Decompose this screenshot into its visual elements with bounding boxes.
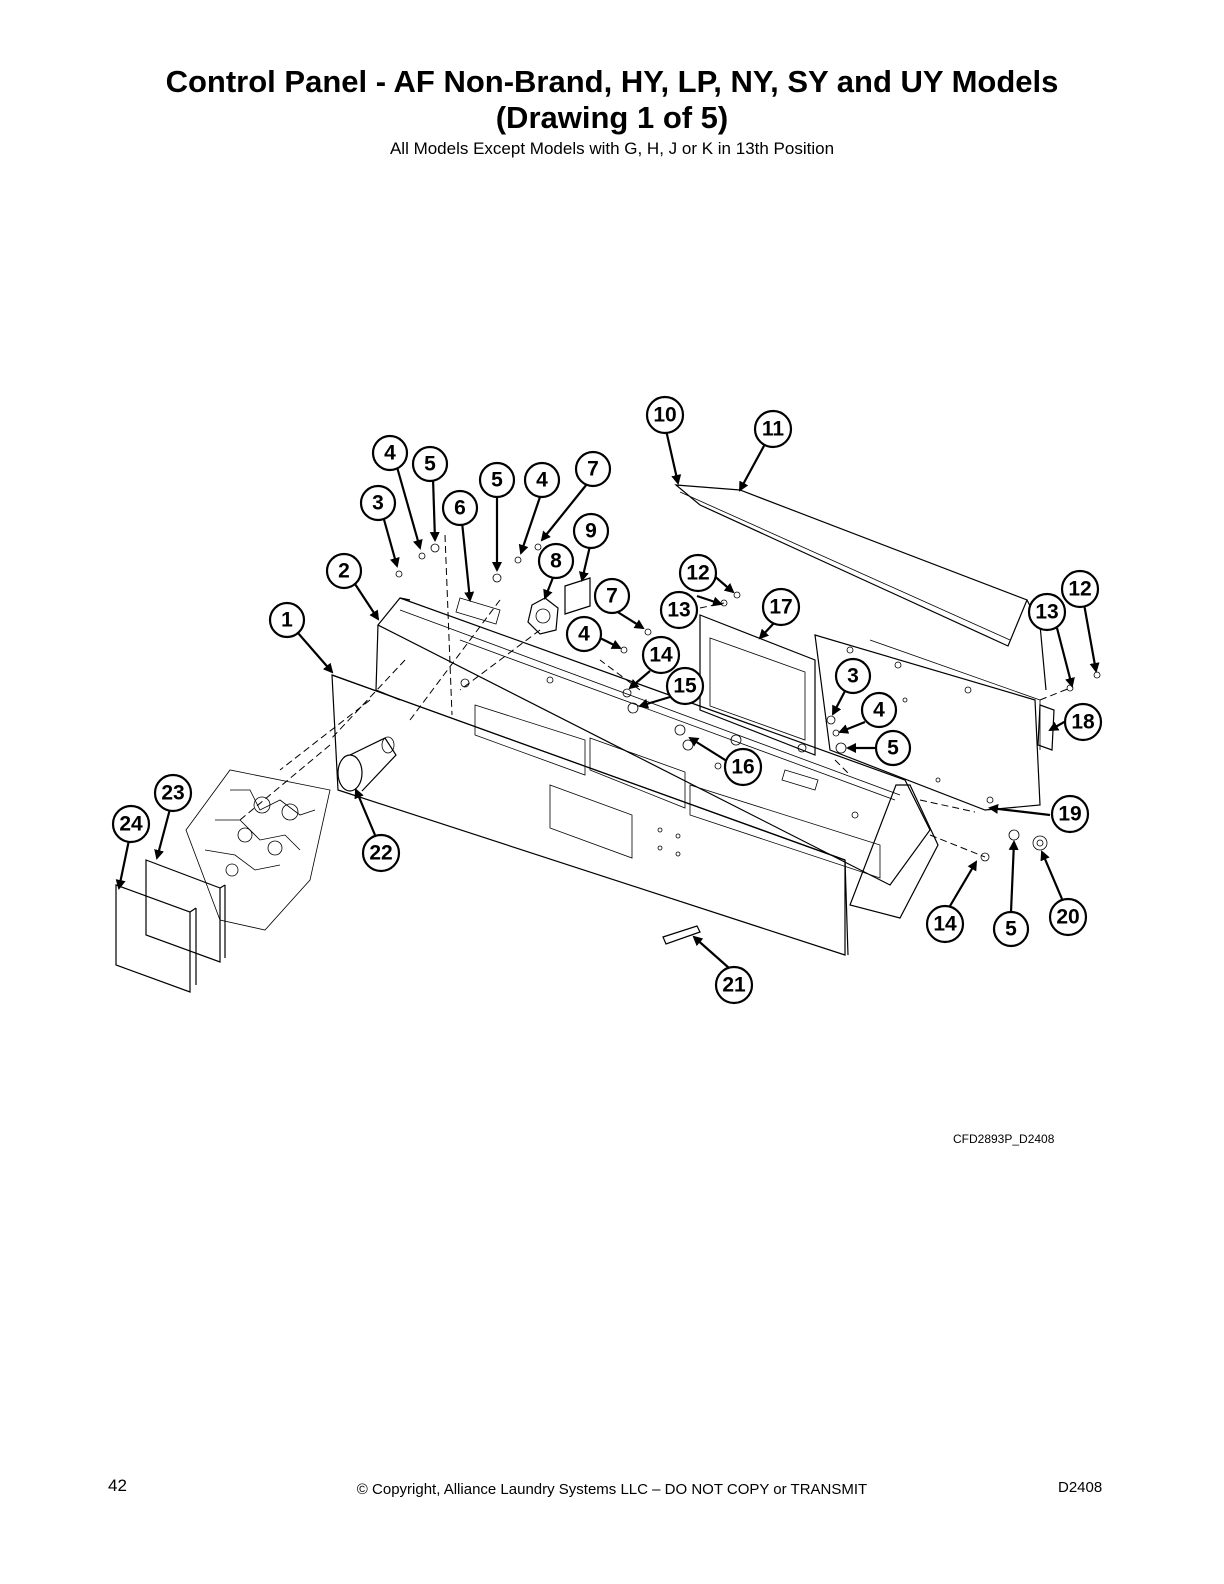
- svg-text:4: 4: [873, 699, 885, 722]
- clip-part: [564, 577, 591, 615]
- callout-3: 3: [359, 484, 397, 522]
- callout-20: 20: [1048, 897, 1088, 937]
- callout-4: 4: [565, 615, 603, 653]
- callout-13: 13: [1027, 592, 1067, 632]
- svg-text:13: 13: [667, 599, 690, 622]
- svg-text:5: 5: [1005, 918, 1017, 941]
- svg-text:13: 13: [1035, 601, 1058, 624]
- bracket-part: [145, 859, 226, 963]
- callout-16: 16: [723, 747, 763, 787]
- control-board-part: [814, 634, 1055, 811]
- svg-text:22: 22: [369, 842, 392, 865]
- callout-4: 4: [523, 461, 561, 499]
- callout-18: 18: [1063, 702, 1103, 742]
- svg-text:24: 24: [119, 813, 143, 836]
- control-panel-housing-part: [375, 597, 939, 919]
- callout-5: 5: [411, 445, 449, 483]
- svg-text:23: 23: [161, 782, 184, 805]
- page-title: Control Panel - AF Non-Brand, HY, LP, NY…: [165, 64, 1059, 99]
- front-overlay-panel-part: [331, 674, 849, 956]
- callout-22: 22: [361, 833, 401, 873]
- svg-text:12: 12: [1068, 578, 1091, 601]
- callout-17: 17: [761, 587, 801, 627]
- svg-text:14: 14: [649, 644, 673, 667]
- document-code: D2408: [1058, 1479, 1103, 1496]
- svg-text:3: 3: [847, 665, 859, 688]
- page-title-drawing-number: (Drawing 1 of 5): [495, 100, 729, 135]
- hardware-fasteners: [395, 543, 1101, 945]
- leader-arrows: [115, 429, 1100, 969]
- svg-text:4: 4: [578, 623, 590, 646]
- svg-text:11: 11: [762, 418, 785, 441]
- svg-text:18: 18: [1071, 711, 1095, 734]
- callout-5: 5: [992, 910, 1030, 948]
- display-module-part: [699, 614, 816, 756]
- callout-9: 9: [572, 512, 610, 550]
- callout-2: 2: [325, 552, 363, 590]
- callout-10: 10: [645, 395, 685, 435]
- lock-part: [527, 597, 559, 635]
- copyright-notice: © Copyright, Alliance Laundry Systems LL…: [356, 1481, 868, 1498]
- callout-7: 7: [574, 450, 612, 488]
- svg-text:10: 10: [653, 404, 676, 427]
- callout-11: 11: [753, 409, 793, 449]
- callout-14: 14: [925, 904, 965, 944]
- svg-text:1: 1: [281, 609, 293, 632]
- svg-text:20: 20: [1056, 906, 1079, 929]
- assembly-dashed-lines: [239, 534, 1071, 858]
- svg-text:16: 16: [731, 756, 754, 779]
- callout-19: 19: [1050, 794, 1090, 834]
- svg-text:21: 21: [722, 974, 746, 997]
- callout-6: 6: [441, 489, 479, 527]
- svg-text:19: 19: [1058, 803, 1081, 826]
- callout-5: 5: [478, 461, 516, 499]
- callout-4: 4: [860, 691, 898, 729]
- callout-12: 12: [1060, 569, 1100, 609]
- svg-text:6: 6: [454, 497, 466, 520]
- page-number: 42: [108, 1476, 127, 1495]
- svg-text:17: 17: [769, 596, 792, 619]
- callout-7: 7: [593, 577, 631, 615]
- svg-text:14: 14: [933, 913, 957, 936]
- callout-5: 5: [874, 729, 912, 767]
- svg-text:7: 7: [587, 458, 599, 481]
- callout-21: 21: [714, 965, 754, 1005]
- svg-text:7: 7: [606, 585, 618, 608]
- callout-24: 24: [111, 804, 151, 844]
- page-subtitle: All Models Except Models with G, H, J or…: [389, 139, 835, 158]
- callout-1: 1: [268, 601, 306, 639]
- svg-text:4: 4: [536, 469, 548, 492]
- top-cover-part: [674, 484, 1047, 691]
- svg-text:12: 12: [686, 562, 709, 585]
- callout-12: 12: [678, 553, 718, 593]
- cylinder-part: [337, 736, 397, 792]
- callout-4: 4: [371, 434, 409, 472]
- callout-14: 14: [641, 635, 681, 675]
- callout-13: 13: [659, 590, 699, 630]
- coin-mechanism-assembly-part: [185, 769, 331, 931]
- callout-3: 3: [834, 657, 872, 695]
- svg-text:2: 2: [338, 560, 350, 583]
- svg-text:8: 8: [550, 550, 562, 573]
- cover-plate-part: [115, 884, 197, 993]
- svg-text:9: 9: [585, 520, 597, 543]
- drawing-id: CFD2893P_D2408: [953, 1132, 1055, 1146]
- svg-text:3: 3: [372, 492, 384, 515]
- callout-15: 15: [665, 666, 705, 706]
- callout-23: 23: [153, 773, 193, 813]
- svg-text:5: 5: [491, 469, 503, 492]
- svg-text:5: 5: [887, 737, 899, 760]
- svg-text:5: 5: [424, 453, 436, 476]
- svg-text:15: 15: [673, 675, 697, 698]
- svg-text:4: 4: [384, 442, 396, 465]
- callout-8: 8: [537, 542, 575, 580]
